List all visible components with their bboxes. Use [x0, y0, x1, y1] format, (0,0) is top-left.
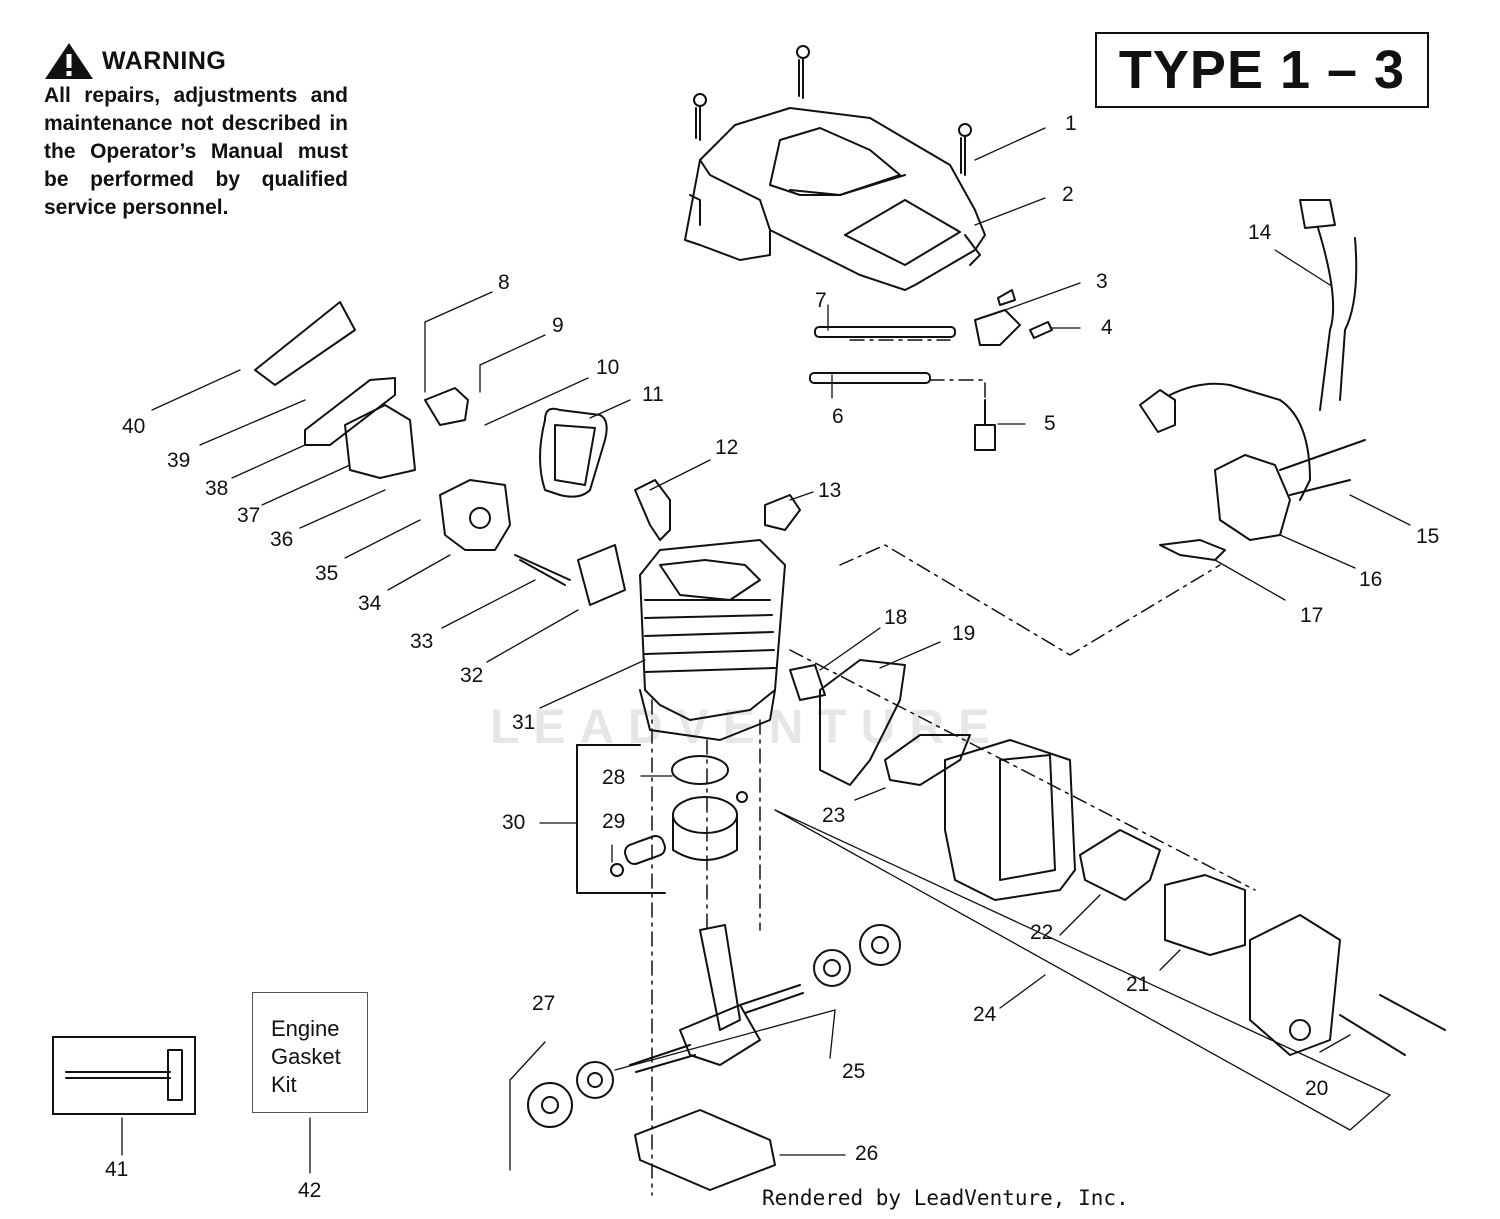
callout-2: 2	[1062, 183, 1074, 206]
callout-22: 22	[1030, 921, 1053, 944]
callout-9: 9	[552, 314, 564, 337]
warning-header: WARNING	[44, 42, 348, 80]
warning-notice: WARNING All repairs, adjustments and mai…	[44, 42, 348, 222]
callout-21: 21	[1126, 973, 1149, 996]
callout-42: 42	[298, 1179, 321, 1202]
callout-30: 30	[502, 811, 525, 834]
callout-12: 12	[715, 436, 738, 459]
warning-triangle-icon	[45, 43, 93, 79]
combination-wrench-part	[65, 1049, 183, 1101]
warning-title: WARNING	[102, 46, 227, 75]
muffler-parts	[944, 739, 1446, 1056]
assembly-centerlines	[651, 339, 1256, 1196]
callout-41: 41	[105, 1158, 128, 1181]
ignition-module-part	[1139, 199, 1366, 561]
callout-23: 23	[822, 804, 845, 827]
callout-17: 17	[1300, 604, 1323, 627]
callout-24: 24	[973, 1003, 997, 1026]
callout-8: 8	[498, 271, 510, 294]
switch-parts	[809, 289, 1053, 451]
carburetor-parts	[254, 301, 608, 586]
crankshaft-parts	[527, 924, 901, 1191]
callout-18: 18	[884, 606, 907, 629]
callout-16: 16	[1359, 568, 1382, 591]
cylinder-cover-part	[684, 107, 986, 291]
tool-box	[52, 1036, 196, 1115]
gasket-parts	[577, 544, 971, 786]
callout-39: 39	[167, 449, 190, 472]
callout-29: 29	[602, 810, 625, 833]
callout-25: 25	[842, 1060, 865, 1083]
callout-13: 13	[818, 479, 841, 502]
cylinder-part	[634, 479, 801, 741]
callout-11: 11	[642, 383, 664, 406]
callout-33: 33	[410, 630, 433, 653]
callout-1: 1	[1065, 112, 1077, 135]
callout-numbers: 1 2 3 4 5 6 7 8 9 10 11 12 13 14 15 16 1…	[105, 112, 1439, 1202]
callout-36: 36	[270, 528, 293, 551]
callout-37: 37	[237, 504, 260, 527]
callout-leaders	[121, 127, 1411, 1174]
piston-parts	[576, 744, 748, 894]
callout-20: 20	[1305, 1077, 1328, 1100]
engine-gasket-kit-label: Engine Gasket Kit	[252, 992, 368, 1113]
callout-26: 26	[855, 1142, 878, 1165]
callout-10: 10	[596, 356, 619, 379]
footer-credit: Rendered by LeadVenture, Inc.	[762, 1186, 1129, 1210]
callout-3: 3	[1096, 270, 1108, 293]
callout-32: 32	[460, 664, 483, 687]
callout-31: 31	[512, 711, 535, 734]
callout-19: 19	[952, 622, 975, 645]
callout-34: 34	[358, 592, 382, 615]
callout-27: 27	[532, 992, 555, 1015]
callout-35: 35	[315, 562, 338, 585]
cover-screw-parts	[693, 45, 972, 176]
callout-14: 14	[1248, 221, 1272, 244]
callout-15: 15	[1416, 525, 1439, 548]
callout-40: 40	[122, 415, 145, 438]
callout-7: 7	[815, 289, 827, 312]
type-label: TYPE 1 – 3	[1095, 32, 1429, 108]
warning-text: All repairs, adjustments and maintenance…	[44, 84, 348, 219]
callout-28: 28	[602, 766, 625, 789]
callout-6: 6	[832, 405, 844, 428]
callout-4: 4	[1101, 316, 1113, 339]
callout-38: 38	[205, 477, 228, 500]
callout-5: 5	[1044, 412, 1056, 435]
